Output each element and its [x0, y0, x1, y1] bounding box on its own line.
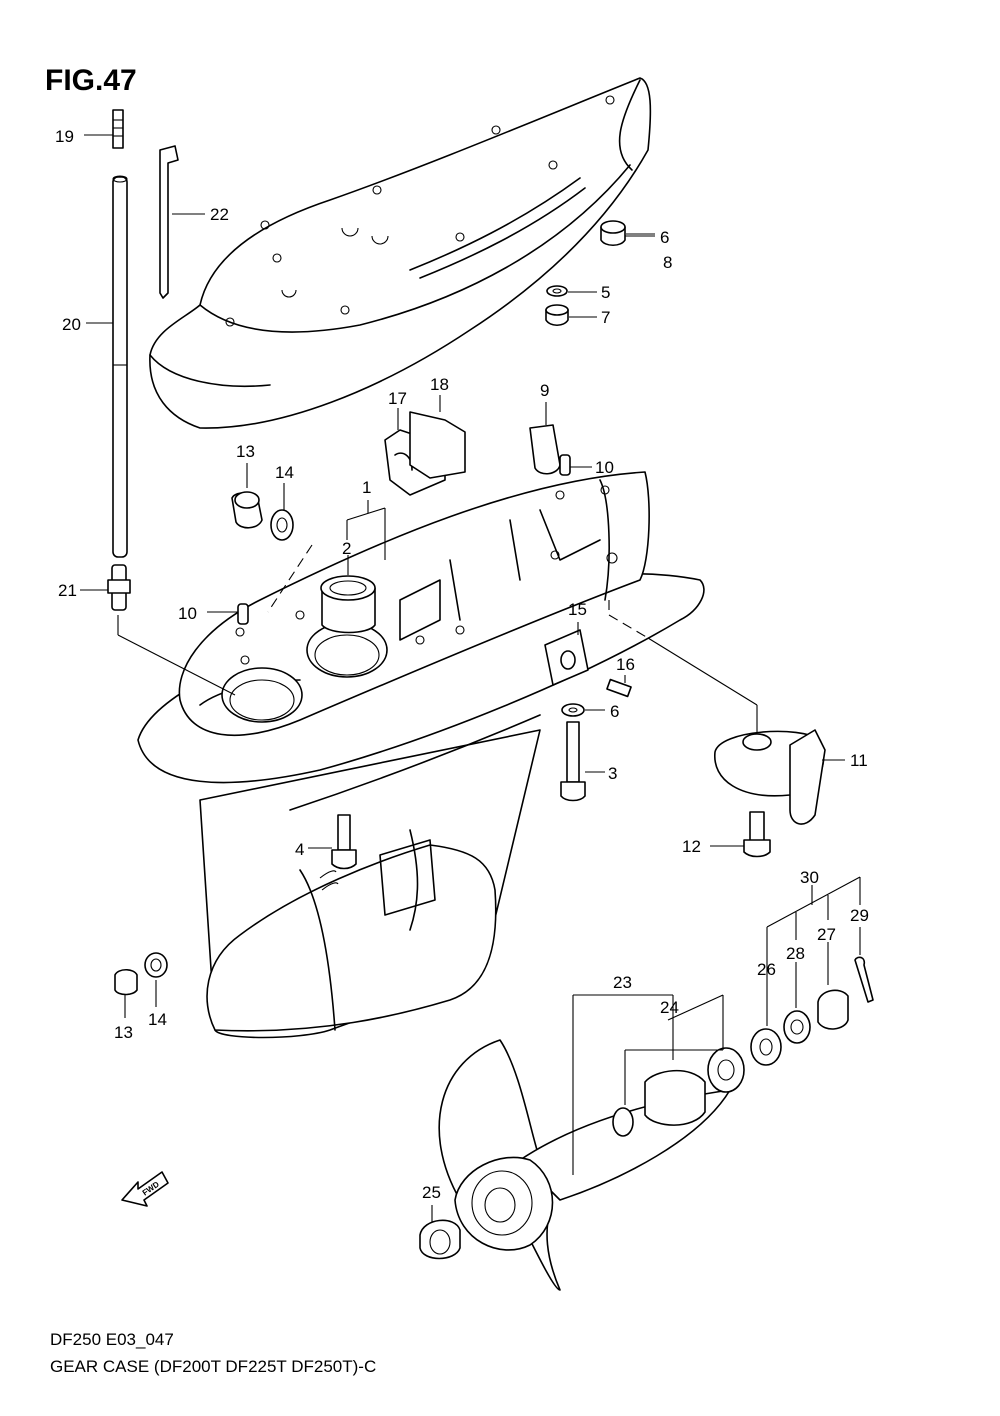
callout-labels: 19 22 20 6 8 8 5 7 17 18 9 10 13 14 1 2 …	[55, 127, 869, 1202]
callout-3: 3	[608, 764, 617, 783]
callout-18: 18	[430, 375, 449, 394]
callout-29: 29	[850, 906, 869, 925]
callout-6-mid: 6	[610, 702, 619, 721]
callout-11: 11	[850, 751, 868, 770]
callout-27: 27	[817, 925, 836, 944]
callout-20: 20	[62, 315, 81, 334]
callout-25: 25	[422, 1183, 441, 1202]
callout-21: 21	[58, 581, 77, 600]
diagram-code: DF250 E03_047	[50, 1330, 174, 1349]
callout-22: 22	[210, 205, 229, 224]
callout-14-bottom: 14	[148, 1010, 167, 1029]
callout-19: 19	[55, 127, 74, 146]
callout-10-left: 10	[178, 604, 197, 623]
callout-16: 16	[616, 655, 635, 674]
callout-6-top: 6	[660, 228, 669, 247]
callout-28: 28	[786, 944, 805, 963]
callout-24: 24	[660, 998, 679, 1017]
propeller-assembly	[419, 876, 874, 1291]
callout-14-top: 14	[275, 463, 294, 482]
callout-1: 1	[362, 478, 371, 497]
gear-case-cover	[149, 77, 652, 429]
callout-10-right: 10	[595, 458, 614, 477]
callout-30: 30	[800, 868, 819, 887]
callout-9: 9	[540, 381, 549, 400]
callout-15: 15	[568, 600, 587, 619]
callout-26: 26	[757, 960, 776, 979]
callout-23: 23	[613, 973, 632, 992]
callout-7: 7	[601, 308, 610, 327]
callout-4: 4	[295, 840, 304, 859]
callout-2: 2	[342, 539, 351, 558]
figure-title: FIG.47	[45, 64, 137, 97]
callout-12: 12	[682, 837, 701, 856]
callout-5: 5	[601, 283, 610, 302]
callout-13-top: 13	[236, 442, 255, 461]
callout-13-bottom: 13	[114, 1023, 133, 1042]
fwd-arrow-icon: FWD	[121, 1171, 169, 1207]
gear-case-housing	[137, 471, 705, 1039]
diagram-caption: GEAR CASE (DF200T DF225T DF250T)-C	[50, 1357, 376, 1376]
callout-17: 17	[388, 389, 407, 408]
shift-rod-parts	[80, 109, 205, 611]
callout-8-label: 8	[663, 253, 672, 272]
